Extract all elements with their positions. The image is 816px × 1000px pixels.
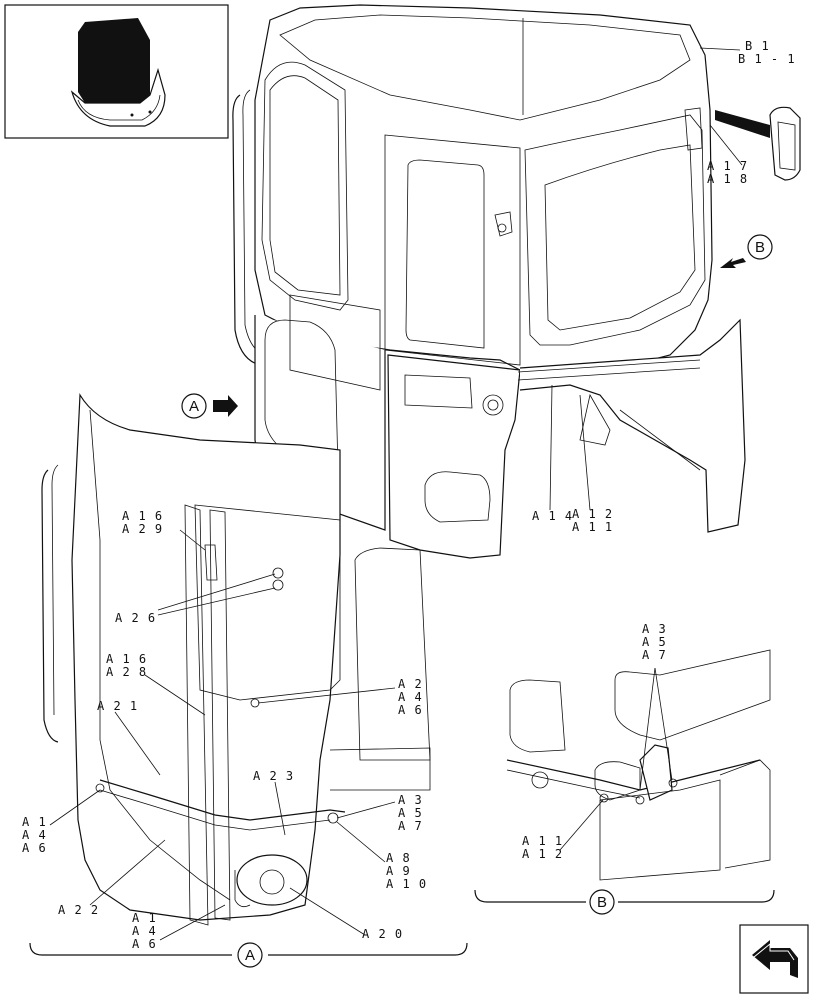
- label-a21: A 2 1: [97, 699, 138, 713]
- arrow-b-icon: [720, 258, 746, 268]
- label-a17: A 1 7: [707, 159, 748, 173]
- label-a3-r: A 3: [398, 793, 423, 807]
- label-a6-b: A 6: [132, 937, 157, 951]
- label-b1: B 1: [745, 39, 770, 53]
- label-a4-b: A 4: [132, 924, 157, 938]
- label-a16-mid: A 1 6: [106, 652, 147, 666]
- label-a3-b: A 3: [642, 622, 667, 636]
- label-a2: A 2: [398, 677, 423, 691]
- label-a28: A 2 8: [106, 665, 147, 679]
- label-b1-1: B 1 - 1: [738, 52, 796, 66]
- bracket-a: A: [29, 942, 468, 968]
- bracket-b-text: B: [597, 894, 607, 911]
- callout-a: A: [181, 393, 207, 419]
- label-a6-r: A 6: [398, 703, 423, 717]
- label-a7-r: A 7: [398, 819, 423, 833]
- label-a5-b: A 5: [642, 635, 667, 649]
- bracket-b: B: [474, 889, 775, 915]
- leader-lines: [49, 47, 743, 941]
- label-a20: A 2 0: [362, 927, 403, 941]
- latch-part: [684, 106, 801, 181]
- label-a11-b: A 1 1: [522, 834, 563, 848]
- detail-view-a: [41, 392, 431, 926]
- part-labels: B 1 B 1 - 1 A 1 7 A 1 8 A 1 4 A 1 2 A 1 …: [22, 39, 796, 951]
- label-a1-b: A 1: [132, 911, 157, 925]
- label-a18: A 1 8: [707, 172, 748, 186]
- label-a5-r: A 5: [398, 806, 423, 820]
- callout-b-text: B: [755, 239, 765, 256]
- callout-a-text: A: [189, 398, 199, 415]
- label-a9: A 9: [386, 864, 411, 878]
- label-a11-top: A 1 1: [572, 520, 613, 534]
- bracket-a-text: A: [245, 947, 255, 964]
- cab-thumbnail-icon[interactable]: [4, 4, 229, 139]
- label-a8: A 8: [386, 851, 411, 865]
- label-a4-l: A 4: [22, 828, 47, 842]
- label-a1-l: A 1: [22, 815, 47, 829]
- arrow-a-icon: [213, 395, 238, 417]
- label-a26: A 2 6: [115, 611, 156, 625]
- label-a4-r: A 4: [398, 690, 423, 704]
- label-a12-top: A 1 2: [572, 507, 613, 521]
- return-arrow-icon[interactable]: [739, 924, 809, 994]
- label-a7-b: A 7: [642, 648, 667, 662]
- cab-assembly: [232, 4, 746, 559]
- callout-b: B: [747, 234, 773, 260]
- label-a6-l: A 6: [22, 841, 47, 855]
- label-a29: A 2 9: [122, 522, 163, 536]
- label-a23: A 2 3: [253, 769, 294, 783]
- label-a22: A 2 2: [58, 903, 99, 917]
- label-a14: A 1 4: [532, 509, 573, 523]
- label-a10: A 1 0: [386, 877, 427, 891]
- label-a16-top: A 1 6: [122, 509, 163, 523]
- label-a12-b: A 1 2: [522, 847, 563, 861]
